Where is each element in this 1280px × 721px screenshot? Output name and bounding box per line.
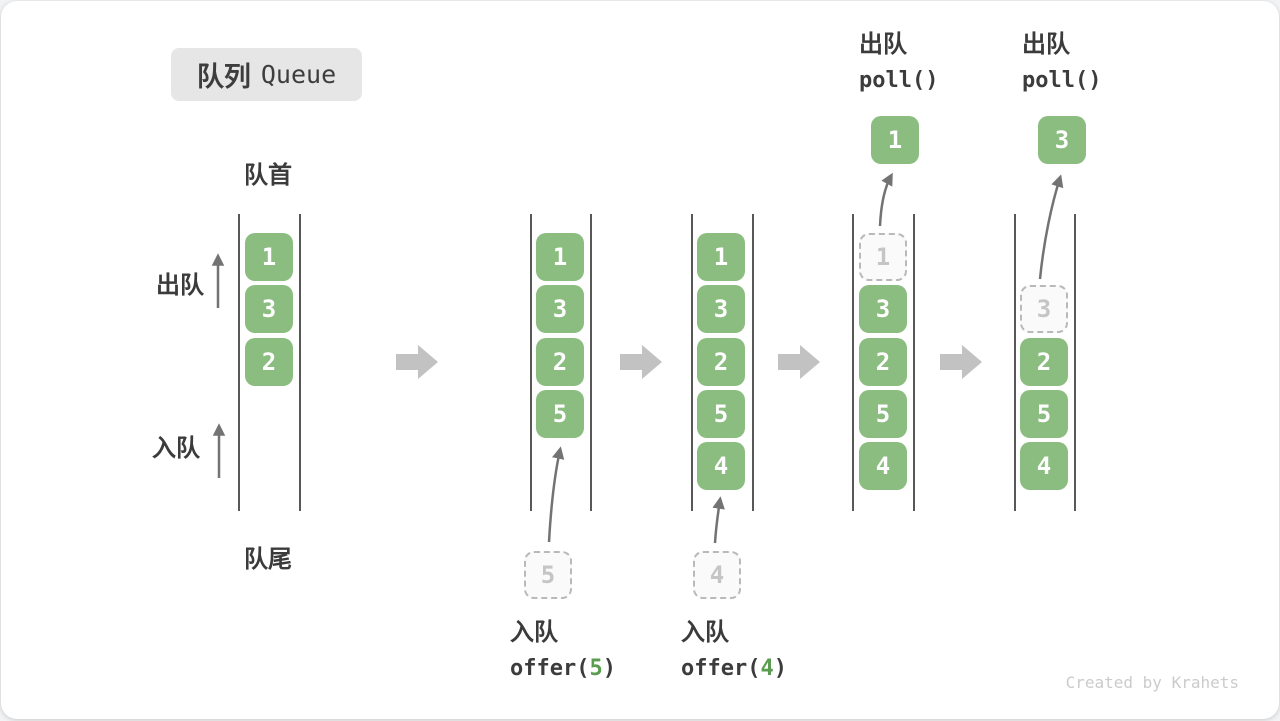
title-en: Queue bbox=[260, 60, 337, 89]
queue-item: 5 bbox=[859, 390, 907, 438]
queue-item: 2 bbox=[697, 338, 745, 386]
label-queue-front: 队首 bbox=[244, 162, 292, 189]
poll-1-arrow bbox=[878, 172, 893, 227]
op-enqueue-4: 入队 offer(4) bbox=[681, 615, 787, 687]
queue-item: 3 bbox=[536, 285, 584, 333]
queue-item: 2 bbox=[245, 338, 293, 386]
queue-item: 1 bbox=[536, 233, 584, 281]
state-transition-arrow bbox=[940, 345, 982, 379]
diagram-title-box: 队列 Queue bbox=[171, 48, 362, 101]
label-queue-rear: 队尾 bbox=[244, 546, 292, 573]
queue-wall bbox=[299, 214, 301, 511]
enqueue-5-arrow bbox=[547, 446, 565, 543]
code-text: offer( bbox=[681, 656, 761, 681]
op-poll-1-code: poll() bbox=[859, 68, 939, 93]
queue-wall bbox=[752, 214, 754, 511]
removed-item-ghost: 1 bbox=[859, 233, 907, 281]
queue-item: 4 bbox=[859, 442, 907, 490]
removed-item-ghost: 3 bbox=[1020, 285, 1068, 333]
queue-wall bbox=[530, 214, 532, 511]
op-poll-1-label: 出队 bbox=[859, 31, 907, 58]
queue-wall bbox=[238, 214, 240, 511]
queue-wall bbox=[1074, 214, 1076, 511]
queue-wall bbox=[590, 214, 592, 511]
queue-item: 3 bbox=[245, 285, 293, 333]
label-enqueue: 入队 bbox=[152, 435, 200, 462]
queue-item: 5 bbox=[697, 390, 745, 438]
queue-item: 4 bbox=[697, 442, 745, 490]
queue-item: 3 bbox=[859, 285, 907, 333]
op-enqueue-4-code: offer(4) bbox=[681, 651, 787, 687]
state-transition-arrow bbox=[778, 345, 820, 379]
queue-item: 2 bbox=[859, 338, 907, 386]
queue-wall bbox=[852, 214, 854, 511]
op-enqueue-5-code: offer(5) bbox=[510, 651, 616, 687]
queue-wall bbox=[691, 214, 693, 511]
watermark: Created by Krahets bbox=[1065, 673, 1239, 692]
incoming-item-ghost: 5 bbox=[524, 551, 572, 599]
op-poll-1: 出队 poll() bbox=[859, 27, 938, 99]
queue-item: 1 bbox=[245, 233, 293, 281]
code-text: ) bbox=[773, 656, 787, 681]
code-text: offer( bbox=[510, 656, 590, 681]
op-enqueue-4-label: 入队 bbox=[681, 619, 729, 646]
code-arg: 4 bbox=[760, 656, 774, 681]
queue-item: 3 bbox=[697, 285, 745, 333]
state-transition-arrow bbox=[620, 345, 662, 379]
code-arg: 5 bbox=[589, 656, 603, 681]
queue-item: 2 bbox=[536, 338, 584, 386]
queue-item: 5 bbox=[536, 390, 584, 438]
queue-item: 5 bbox=[1020, 390, 1068, 438]
state-transition-arrow bbox=[396, 345, 438, 379]
op-poll-2: 出队 poll() bbox=[1022, 27, 1101, 99]
polled-item: 3 bbox=[1038, 116, 1086, 164]
op-enqueue-5-label: 入队 bbox=[510, 619, 558, 646]
queue-item: 1 bbox=[697, 233, 745, 281]
op-poll-2-code: poll() bbox=[1022, 68, 1102, 93]
code-text: ) bbox=[602, 656, 616, 681]
incoming-item-ghost: 4 bbox=[693, 551, 741, 599]
op-enqueue-5: 入队 offer(5) bbox=[510, 615, 616, 687]
title-zh: 队列 bbox=[196, 62, 251, 92]
queue-wall bbox=[1014, 214, 1016, 511]
op-poll-2-label: 出队 bbox=[1022, 31, 1070, 58]
queue-item: 2 bbox=[1020, 338, 1068, 386]
polled-item: 1 bbox=[871, 116, 919, 164]
enqueue-4-arrow bbox=[712, 496, 725, 544]
queue-wall bbox=[913, 214, 915, 511]
label-dequeue: 出队 bbox=[156, 272, 204, 299]
queue-item: 4 bbox=[1020, 442, 1068, 490]
poll-3-arrow bbox=[1038, 174, 1064, 280]
